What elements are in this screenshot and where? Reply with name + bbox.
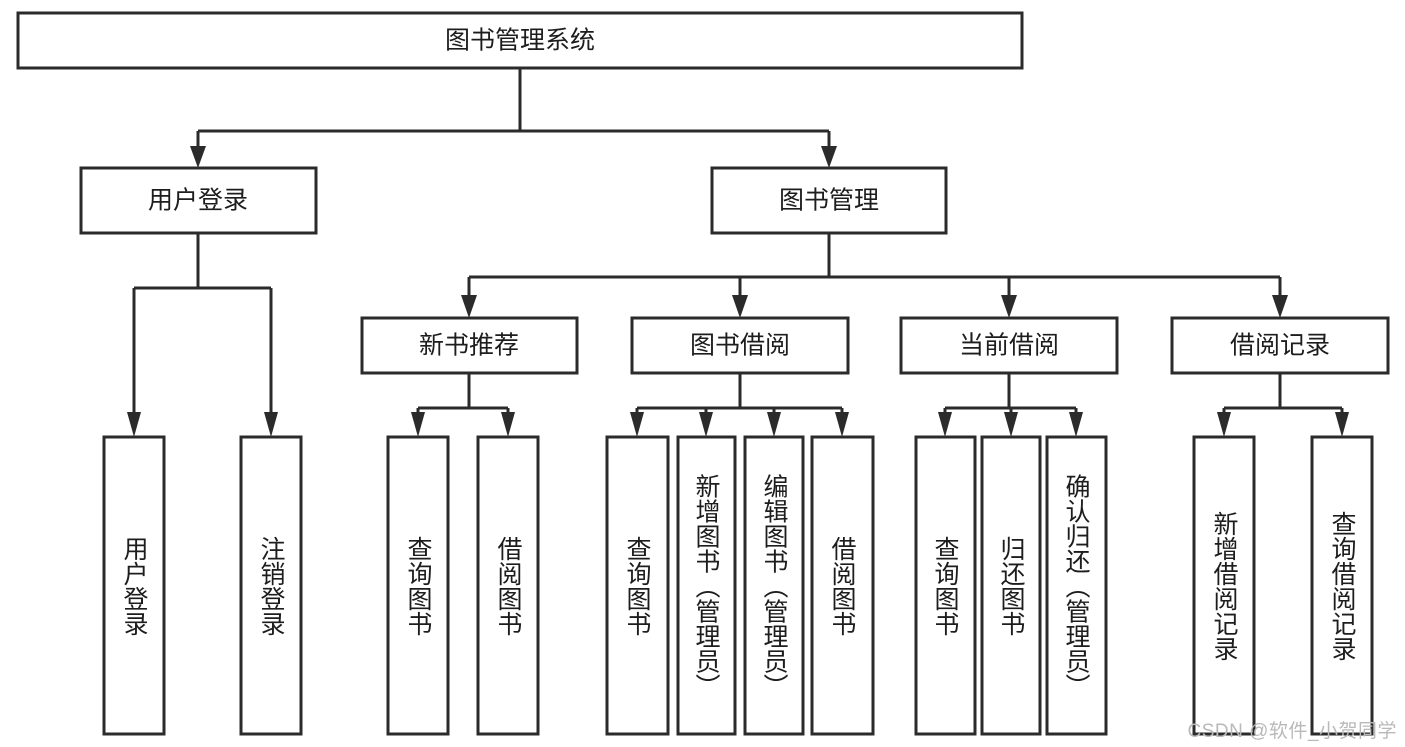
- leaf-borrow-book-2-label: 借阅图书: [828, 536, 857, 636]
- arrow-head-leaf-query-book-2: [630, 412, 644, 437]
- leaf-add-record-label: 新增借阅记录: [1210, 511, 1239, 661]
- node-book-borrow-box[interactable]: [630, 316, 850, 375]
- arrow-head-leaf-add-book: [699, 412, 713, 437]
- leaf-borrow-book-1[interactable]: 借阅图书: [476, 435, 540, 736]
- leaf-user-login-box[interactable]: [102, 435, 166, 736]
- leaf-borrow-book-1-label: 借阅图书: [494, 536, 523, 636]
- leaf-query-book-3-label: 查询图书: [931, 536, 960, 636]
- arrow-head-leaf-user-login: [127, 412, 141, 437]
- leaf-query-book-1[interactable]: 查询图书: [386, 435, 450, 736]
- leaf-add-book[interactable]: 新增图书（管理员）: [676, 435, 737, 736]
- node-new-book-rec-label: 新书推荐: [419, 332, 519, 360]
- arrow-head-leaf-query-book-3: [938, 412, 952, 437]
- leaf-add-record-box[interactable]: [1192, 435, 1256, 736]
- node-new-book-rec-box[interactable]: [360, 316, 579, 375]
- arrow-head-borrow-record: [1272, 295, 1288, 318]
- leaf-user-login-label: 用户登录: [120, 536, 149, 636]
- arrow-head-user-login: [190, 146, 206, 168]
- node-current-borrow-label: 当前借阅: [959, 332, 1059, 360]
- node-borrow-record-box[interactable]: [1170, 316, 1390, 375]
- node-book-manage[interactable]: 图书管理: [710, 166, 948, 235]
- arrow-head-book-borrow: [732, 295, 748, 318]
- leaf-user-logout-label: 注销登录: [257, 536, 286, 636]
- arrow-head-leaf-user-logout: [264, 412, 278, 437]
- arrow-head-leaf-edit-book: [767, 412, 781, 437]
- leaf-borrow-book-2-box[interactable]: [810, 435, 875, 736]
- leaf-confirm-return-box[interactable]: [1045, 435, 1108, 736]
- leaf-borrow-book-2[interactable]: 借阅图书: [810, 435, 875, 736]
- arrow-head-current-borrow: [1001, 295, 1017, 318]
- node-book-borrow[interactable]: 图书借阅: [630, 316, 850, 375]
- leaf-return-book-box[interactable]: [980, 435, 1042, 736]
- arrow-head-leaf-add-record: [1217, 412, 1231, 437]
- leaf-user-login[interactable]: 用户登录: [102, 435, 166, 736]
- node-current-borrow[interactable]: 当前借阅: [899, 316, 1119, 375]
- leaf-edit-book[interactable]: 编辑图书（管理员）: [743, 435, 805, 736]
- leaf-query-book-1-box[interactable]: [386, 435, 450, 736]
- node-borrow-record[interactable]: 借阅记录: [1170, 316, 1390, 375]
- leaf-query-record[interactable]: 查询借阅记录: [1310, 435, 1374, 736]
- node-borrow-record-label: 借阅记录: [1230, 332, 1330, 360]
- arrow-head-leaf-borrow-book-2: [835, 412, 849, 437]
- csdn-watermark: CSDN @软件_小贺同学: [1187, 721, 1397, 742]
- leaf-query-record-box[interactable]: [1310, 435, 1374, 736]
- leaf-query-record-label: 查询借阅记录: [1328, 511, 1357, 661]
- leaf-return-book[interactable]: 归还图书: [980, 435, 1042, 736]
- arrow-head-leaf-borrow-book-1: [501, 412, 515, 437]
- arrow-head-leaf-query-record: [1335, 412, 1349, 437]
- leaf-query-book-2-label: 查询图书: [623, 536, 652, 636]
- node-root[interactable]: 图书管理系统: [16, 11, 1024, 70]
- leaf-return-book-label: 归还图书: [997, 536, 1026, 636]
- leaf-query-book-2[interactable]: 查询图书: [605, 435, 670, 736]
- node-root-box[interactable]: [16, 11, 1024, 70]
- leaf-confirm-return[interactable]: 确认归还（管理员）: [1045, 435, 1108, 736]
- leaf-borrow-book-1-box[interactable]: [476, 435, 540, 736]
- leaf-add-book-label: 新增图书（管理员）: [692, 474, 721, 699]
- node-root-label: 图书管理系统: [445, 27, 595, 55]
- leaf-query-book-3[interactable]: 查询图书: [914, 435, 977, 736]
- node-user-login-label: 用户登录: [148, 187, 248, 215]
- leaf-add-record[interactable]: 新增借阅记录: [1192, 435, 1256, 736]
- leaf-query-book-3-box[interactable]: [914, 435, 977, 736]
- leaf-user-logout-box[interactable]: [239, 435, 303, 736]
- leaf-query-book-1-label: 查询图书: [404, 536, 433, 636]
- leaf-user-logout[interactable]: 注销登录: [239, 435, 303, 736]
- node-current-borrow-box[interactable]: [899, 316, 1119, 375]
- leaf-edit-book-box[interactable]: [743, 435, 805, 736]
- arrow-head-leaf-query-book-1: [411, 412, 425, 437]
- leaf-edit-book-label: 编辑图书（管理员）: [760, 474, 789, 699]
- arrow-head-leaf-confirm-return: [1069, 412, 1083, 437]
- node-user-login-box[interactable]: [79, 166, 318, 235]
- arrow-head-leaf-return-book: [1004, 412, 1018, 437]
- node-user-login[interactable]: 用户登录: [79, 166, 318, 235]
- arrow-head-new-book-rec: [461, 295, 477, 318]
- connector-layer: [127, 68, 1349, 437]
- leaf-confirm-return-label: 确认归还（管理员）: [1062, 474, 1091, 699]
- node-book-borrow-label: 图书借阅: [690, 332, 790, 360]
- node-new-book-rec[interactable]: 新书推荐: [360, 316, 579, 375]
- arrow-head-book-manage: [821, 146, 837, 168]
- node-book-manage-box[interactable]: [710, 166, 948, 235]
- leaf-query-book-2-box[interactable]: [605, 435, 670, 736]
- leaf-add-book-box[interactable]: [676, 435, 737, 736]
- node-book-manage-label: 图书管理: [779, 187, 879, 215]
